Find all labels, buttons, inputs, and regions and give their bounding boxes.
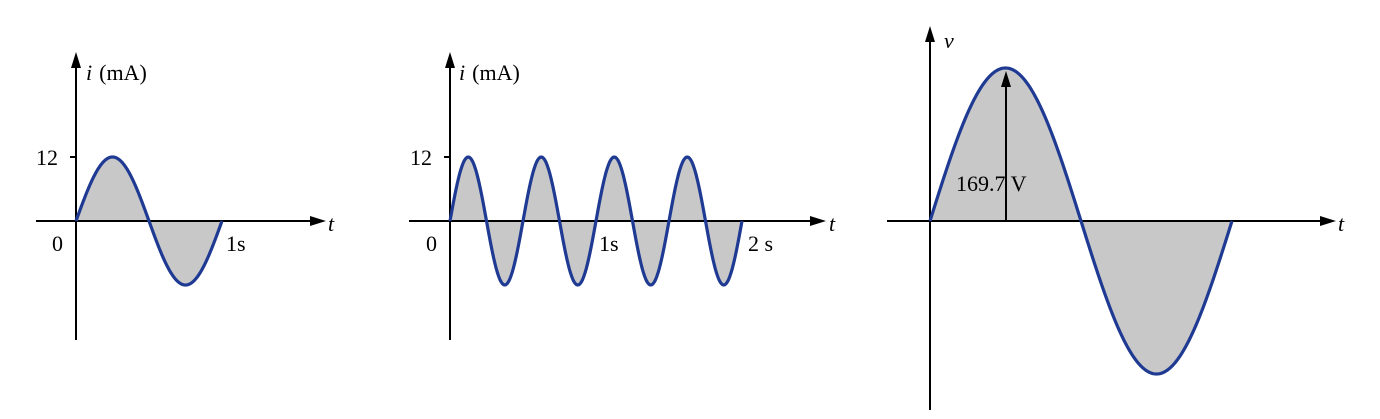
chart-1-amplitude-label: 12 [36,145,58,170]
chart-1-x-tick-label-1s: 1s [226,231,246,256]
chart-2-y-symbol: i [459,60,465,85]
chart-1-y-symbol: i [86,60,92,85]
chart-1-x-axis-label: t [328,211,335,236]
chart-1-positive-area [76,157,149,221]
chart-3: v 169.7 V t [887,26,1345,410]
chart-2-y-unit: (mA) [472,60,520,85]
chart-1-x-axis-arrow [310,216,326,226]
chart-2-y-axis-arrow [445,52,455,68]
chart-2-x-tick-label-1s: 1s [599,231,619,256]
chart-1-y-axis-arrow [71,52,81,68]
chart-3-y-axis-arrow [925,26,935,42]
chart-1-y-unit: (mA) [99,60,147,85]
chart-3-negative-area [1081,221,1232,374]
chart-2: i (mA) 12 0 1s 2 s t [409,52,836,340]
chart-2-series-line [448,155,744,287]
chart-2-y-axis-label: i (mA) [459,60,520,85]
chart-1-series-line [74,155,224,287]
chart-2-origin-label: 0 [426,231,437,256]
chart-3-y-axis-label: v [944,28,954,53]
chart-1: i (mA) 12 0 1s t [36,52,335,340]
chart-2-x-axis-label: t [829,211,836,236]
chart-2-amplitude-label: 12 [410,145,432,170]
chart-1-origin-label: 0 [52,231,63,256]
chart-2-x-axis-arrow [810,216,826,226]
chart-3-x-axis-label: t [1338,211,1345,236]
chart-3-series-line [928,66,1234,376]
chart-3-x-axis-arrow [1320,216,1336,226]
chart-3-peak-label: 169.7 V [956,171,1027,196]
chart-2-x-tick-label-2s: 2 s [748,231,773,256]
chart-3-peak-arrowhead [1001,71,1011,87]
chart-1-y-axis-label: i (mA) [86,60,147,85]
chart-1-negative-area [149,221,222,285]
